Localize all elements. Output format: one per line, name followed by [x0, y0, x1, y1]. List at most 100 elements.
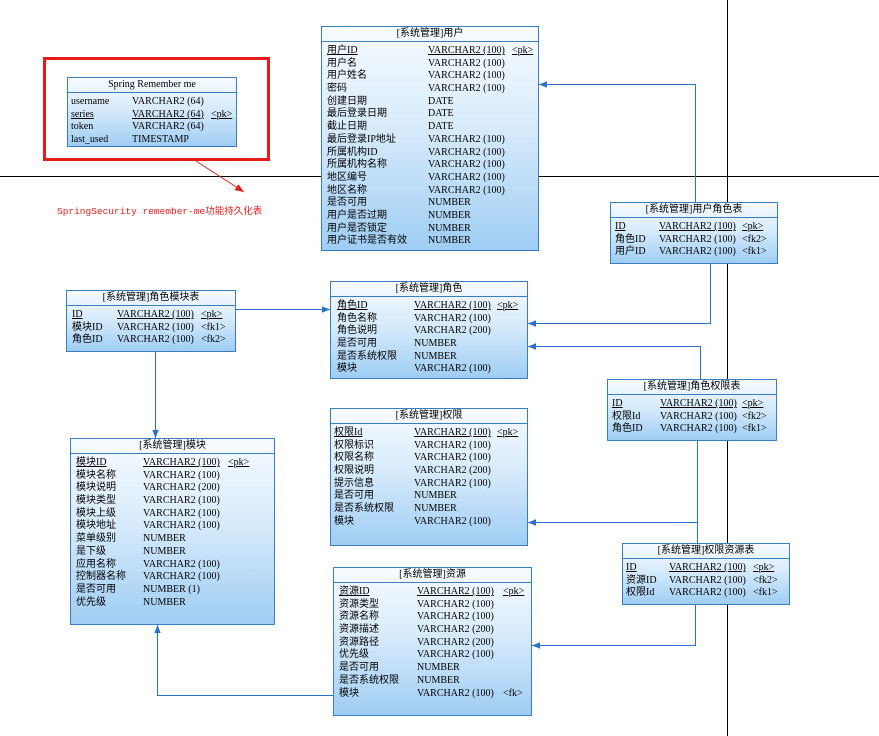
- column-type: VARCHAR2 (100): [659, 233, 736, 245]
- column-name: token: [71, 121, 94, 133]
- column-key: <pk>: [503, 586, 525, 597]
- column-type: NUMBER: [414, 490, 457, 502]
- column-type: VARCHAR2 (100): [417, 598, 494, 610]
- column-name: 最后登录IP地址: [327, 133, 396, 145]
- table-title: [系统管理]权限: [331, 409, 527, 424]
- column-key: [512, 172, 538, 185]
- column-name: 优先级: [339, 649, 369, 661]
- column-key: <pk>: [211, 108, 233, 120]
- column-key: [211, 96, 236, 109]
- column-type: VARCHAR2 (100): [417, 687, 494, 699]
- column-type: NUMBER: [414, 503, 457, 515]
- column-type: NUMBER: [414, 338, 457, 350]
- column-key: <fk1>: [201, 321, 226, 333]
- column-type: VARCHAR2 (100): [428, 45, 505, 56]
- column-key: <pk>: [753, 562, 775, 573]
- column-name: 地区名称: [327, 184, 367, 196]
- column-name: 用户是否过期: [327, 209, 387, 221]
- column-type: VARCHAR2 (100): [428, 171, 505, 183]
- column-name: 是否可用: [334, 490, 374, 502]
- column-key: [497, 516, 527, 529]
- column-type: VARCHAR2 (100): [143, 457, 220, 468]
- column-name: 权限名称: [334, 452, 374, 464]
- column-type: VARCHAR2 (100): [417, 649, 494, 661]
- column-name: 用户ID: [327, 45, 358, 56]
- column-type: NUMBER: [143, 545, 186, 557]
- column-key: [228, 470, 274, 483]
- column-key: [503, 637, 531, 650]
- column-name: 优先级: [76, 596, 106, 608]
- column-key: [228, 533, 274, 546]
- relationship-permission-resource-to-resource: [532, 605, 696, 649]
- column-key: <pk>: [201, 309, 223, 320]
- column-type: VARCHAR2 (100): [659, 221, 736, 232]
- column-key: <fk2>: [753, 574, 778, 586]
- column-key: [497, 478, 527, 491]
- column-key: [497, 363, 527, 376]
- column-name: 权限Id: [334, 427, 363, 438]
- column-name: 所属机构名称: [327, 159, 387, 171]
- column-type: NUMBER: [143, 596, 186, 608]
- column-name: 角色ID: [72, 334, 103, 346]
- column-type: VARCHAR2 (100): [660, 410, 737, 422]
- column-key: [228, 584, 274, 597]
- column-name: ID: [615, 221, 626, 232]
- column-name: 资源名称: [339, 611, 379, 623]
- column-row: 密码 VARCHAR2 (100): [322, 83, 538, 96]
- column-key: <fk2>: [742, 410, 767, 422]
- column-name: 用户姓名: [327, 70, 367, 82]
- column-key: [497, 338, 527, 351]
- column-type: VARCHAR2 (100): [428, 83, 505, 95]
- column-key: [211, 134, 236, 146]
- column-key: [228, 495, 274, 508]
- column-key: [503, 675, 531, 688]
- column-type: VARCHAR2 (100): [428, 133, 505, 145]
- column-key: [512, 108, 538, 121]
- column-type: VARCHAR2 (100): [428, 70, 505, 82]
- column-key: <pk>: [228, 457, 250, 468]
- column-name: 资源描述: [339, 624, 379, 636]
- column-type: NUMBER: [428, 235, 471, 247]
- column-key: [228, 520, 274, 533]
- column-key: [497, 440, 527, 453]
- column-type: VARCHAR2 (100): [659, 246, 736, 258]
- column-row: 用户姓名 VARCHAR2 (100): [322, 70, 538, 83]
- table-title: [系统管理]角色权限表: [608, 380, 776, 395]
- column-type: VARCHAR2 (200): [417, 636, 494, 648]
- column-name: 密码: [327, 83, 347, 95]
- column-name: 截止日期: [327, 121, 367, 133]
